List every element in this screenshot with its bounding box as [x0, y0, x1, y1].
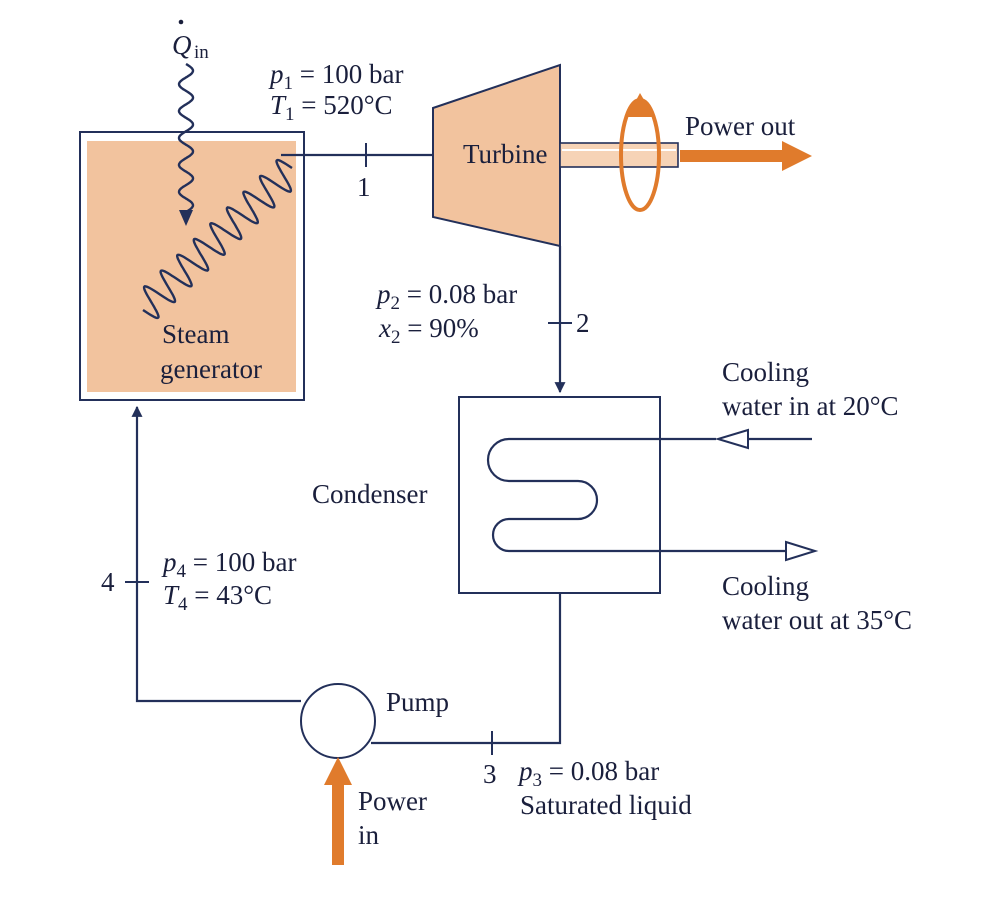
pump-label: Pump [386, 687, 449, 717]
pump: Pump [300, 683, 449, 759]
power-out-arrow: Power out [680, 111, 812, 171]
rotation-arrowhead [627, 93, 654, 117]
cooling-in-label-line2: water in at 20°C [722, 391, 899, 421]
marker-state3: 3 [483, 759, 497, 789]
line-state4 [131, 405, 301, 703]
power-in-arrow-body [332, 783, 344, 865]
power-in-arrow: Power in [324, 757, 427, 865]
rotation-indicator [619, 93, 661, 212]
cooling-in-label-line1: Cooling [722, 357, 809, 387]
condenser-label: Condenser [312, 479, 427, 509]
state3-props: p3 = 0.08 bar Saturated liquid [517, 756, 692, 820]
cooling-water-in: Cooling water in at 20°C [714, 357, 899, 450]
state2-pressure: p2 = 0.08 bar [375, 279, 517, 314]
marker-state1: 1 [357, 172, 371, 202]
state4-pressure: p4 = 100 bar [161, 547, 296, 582]
state4-temperature: T4 = 43°C [163, 580, 272, 615]
steam-generator-label-line2: generator [160, 354, 262, 384]
state2-props: p2 = 0.08 bar x2 = 90% [375, 279, 517, 348]
power-out-arrow-body [680, 150, 784, 162]
steam-generator-coil [142, 158, 293, 320]
state3-pressure: p3 = 0.08 bar [517, 756, 659, 791]
heat-in-arrowhead [179, 210, 193, 226]
state3-description: Saturated liquid [520, 790, 692, 820]
condenser-box [458, 396, 661, 594]
heat-input: Q in [172, 19, 209, 226]
marker-state4: 4 [101, 567, 115, 597]
steam-generator-label-line1: Steam [162, 319, 230, 349]
condenser-serpentine [486, 437, 716, 553]
cooling-water-out: Cooling water out at 35°C [716, 540, 912, 635]
cooling-out-arrowhead [785, 540, 819, 562]
power-in-arrowhead [324, 757, 352, 785]
steam-generator: Steam generator [79, 131, 305, 401]
heat-in-rate-dot [178, 19, 184, 25]
state1-props: p1 = 100 bar T1 = 520°C [268, 59, 403, 125]
power-out-arrowhead [782, 141, 812, 171]
heat-in-symbol: Q [172, 30, 192, 60]
power-in-label-line1: Power [358, 786, 427, 816]
state4-props: p4 = 100 bar T4 = 43°C [161, 547, 296, 615]
heat-in-squiggle [177, 62, 195, 214]
heat-in-subscript: in [194, 42, 209, 63]
state2-quality: x2 = 90% [378, 313, 479, 348]
turbine-label: Turbine [463, 139, 548, 169]
line-state3 [371, 593, 562, 745]
marker-state2: 2 [576, 308, 590, 338]
state1-pressure: p1 = 100 bar [268, 59, 403, 94]
pump-body [300, 683, 376, 759]
cooling-out-label-line2: water out at 35°C [722, 605, 912, 635]
turbine: Turbine [432, 63, 561, 248]
cooling-in-arrowhead [714, 428, 749, 450]
state1-temperature: T1 = 520°C [270, 90, 393, 125]
condenser: Condenser [312, 396, 716, 594]
power-in-label-line2: in [358, 820, 380, 850]
power-out-label: Power out [685, 111, 796, 141]
cooling-out-label-line1: Cooling [722, 571, 809, 601]
